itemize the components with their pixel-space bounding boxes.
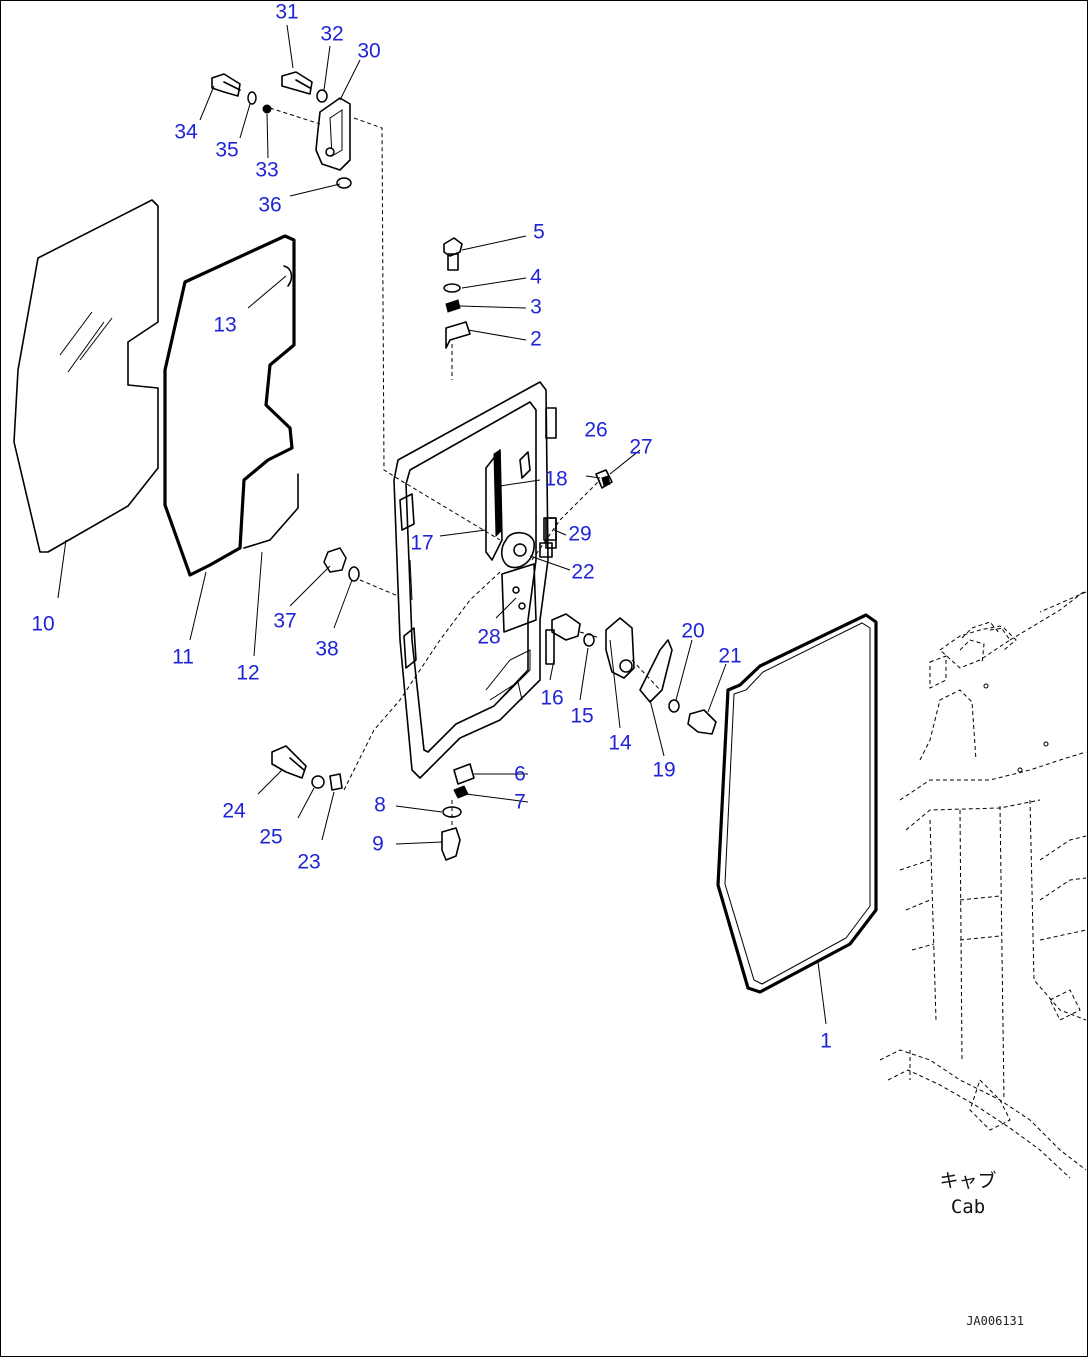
callout-23: 23 [297,851,320,874]
callout-35: 35 [215,139,238,162]
callout-30: 30 [357,40,380,63]
nut-and-washer [323,547,360,582]
callout-10: 10 [31,613,54,636]
door-lock-assembly [545,469,717,735]
callout-27: 27 [629,436,652,459]
callout-13: 13 [213,314,236,337]
callout-24: 24 [222,800,246,823]
assembly-guide-lines [269,107,1087,830]
callout-18: 18 [544,468,567,491]
callout-4: 4 [530,266,542,289]
callout-17: 17 [410,532,433,555]
callout-11: 11 [172,646,194,669]
upper-hardware [211,71,352,189]
callout-3: 3 [530,296,542,319]
hinge-hardware-stack [443,237,471,349]
door-striker [539,517,557,558]
lower-hinge-hardware [441,763,475,861]
cab-label-english: Cab [951,1196,985,1218]
leader-lines [57,24,827,1025]
callout-32: 32 [320,23,343,46]
door-weatherstrip [716,613,878,994]
door-glass [13,199,159,553]
callout-33: 33 [255,159,278,182]
seal-strip [243,473,299,549]
callout-7: 7 [514,791,526,814]
drawing-code: JA006131 [966,1314,1024,1328]
callout-labels: 1 2 3 4 5 6 7 8 9 10 11 12 13 14 15 16 1… [31,1,832,1053]
callout-38: 38 [315,638,338,661]
callout-21: 21 [718,645,741,668]
glass-seal [163,234,296,577]
callout-26: 26 [584,419,607,442]
callout-37: 37 [273,610,296,633]
callout-15: 15 [570,705,593,728]
callout-2: 2 [530,328,542,351]
callout-14: 14 [608,732,632,755]
cab-label-japanese: キャブ [939,1169,996,1192]
inner-handle [485,449,537,633]
callout-29: 29 [568,523,591,546]
callout-16: 16 [540,687,563,710]
callout-6: 6 [514,763,526,786]
lower-left-bolt-set [271,745,343,791]
callout-25: 25 [259,826,282,849]
callout-1: 1 [820,1030,832,1053]
callout-12: 12 [236,662,259,685]
callout-22: 22 [571,561,594,584]
callout-31: 31 [275,1,298,24]
callout-9: 9 [372,833,384,856]
callout-19: 19 [652,759,675,782]
callout-8: 8 [374,794,386,817]
callout-34: 34 [174,121,198,144]
callout-5: 5 [533,221,545,244]
callout-36: 36 [258,194,281,217]
callout-28: 28 [477,626,500,649]
hinge-bracket [315,97,351,171]
cab-structure [879,589,1087,1179]
callout-20: 20 [681,620,704,643]
door-frame [393,381,557,779]
